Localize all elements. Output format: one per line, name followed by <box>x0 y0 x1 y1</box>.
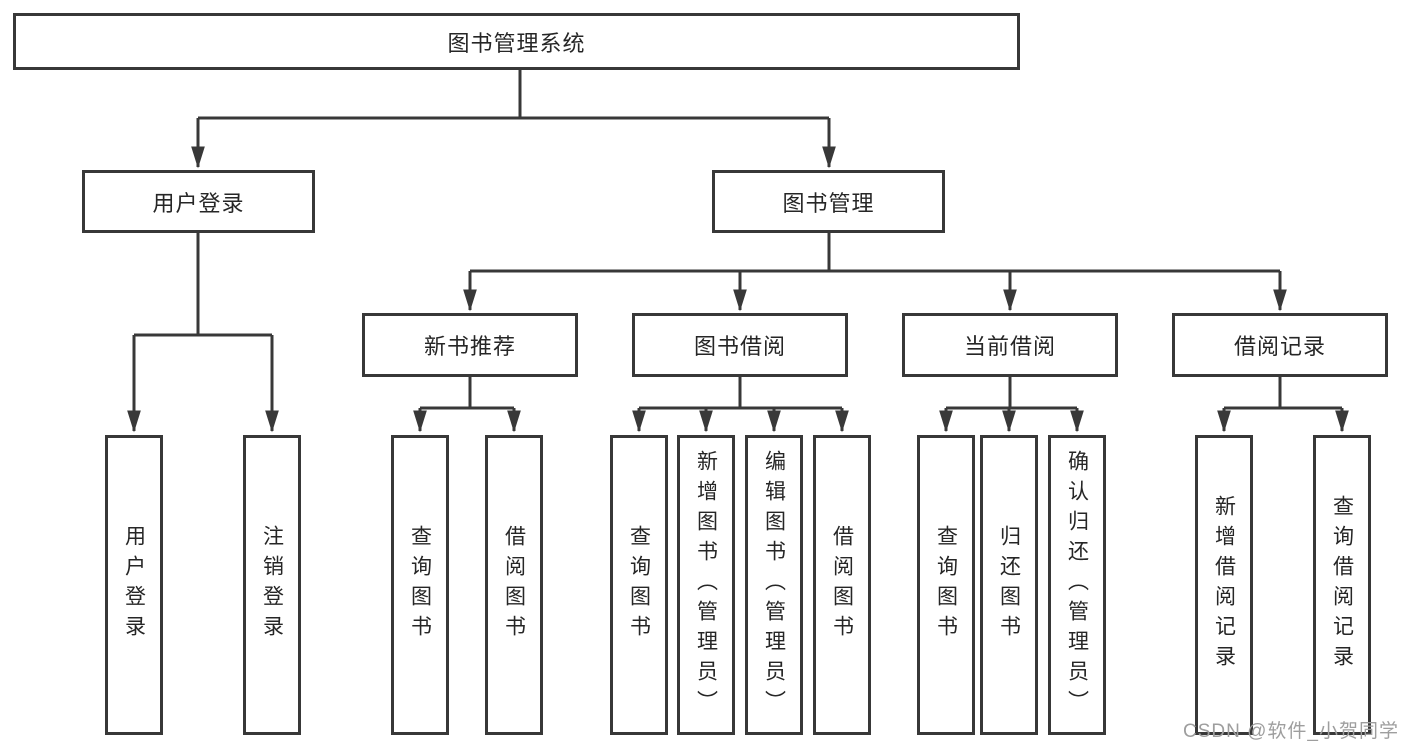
node-borrow-records: 借阅记录 <box>1172 313 1388 377</box>
leaf-borrow-book-label: 借阅图书 <box>830 525 854 645</box>
leaf-query-borrow-record: 查询借阅记录 <box>1313 435 1371 735</box>
leaf-user-login-label: 用户登录 <box>122 525 146 645</box>
leaf-query-book-recommend-label: 查询图书 <box>408 525 432 645</box>
connector-root-to-level2 <box>191 70 836 169</box>
leaf-add-book-admin: 新增图书（管理员） <box>677 435 735 735</box>
node-current-borrow-label: 当前借阅 <box>963 334 1056 359</box>
leaf-user-login: 用户登录 <box>105 435 163 735</box>
node-book-borrow-label: 图书借阅 <box>693 334 786 359</box>
node-new-book-recommend-label: 新书推荐 <box>423 334 516 359</box>
leaf-return-book-label: 归还图书 <box>997 525 1021 645</box>
node-user-login-label: 用户登录 <box>152 190 245 216</box>
leaf-confirm-return-admin-label: 确认归还（管理员） <box>1065 450 1089 720</box>
connector-book-management-to-level3 <box>463 233 1287 312</box>
connector-new-book-recommend-to-leaves <box>413 377 521 433</box>
leaf-query-book-borrow: 查询图书 <box>610 435 668 735</box>
node-library-system-label: 图书管理系统 <box>447 30 586 56</box>
leaf-query-book-borrow-label: 查询图书 <box>627 525 651 645</box>
leaf-edit-book-admin-label: 编辑图书（管理员） <box>762 450 786 720</box>
leaf-confirm-return-admin: 确认归还（管理员） <box>1048 435 1106 735</box>
leaf-add-borrow-record-label: 新增借阅记录 <box>1212 495 1236 675</box>
node-book-borrow: 图书借阅 <box>632 313 848 377</box>
leaf-borrow-book-recommend: 借阅图书 <box>485 435 543 735</box>
leaf-borrow-book-recommend-label: 借阅图书 <box>502 525 526 645</box>
node-library-system: 图书管理系统 <box>13 13 1020 70</box>
node-borrow-records-label: 借阅记录 <box>1233 334 1326 359</box>
node-book-management-label: 图书管理 <box>782 190 875 216</box>
node-new-book-recommend: 新书推荐 <box>362 313 578 377</box>
leaf-logout: 注销登录 <box>243 435 301 735</box>
leaf-edit-book-admin: 编辑图书（管理员） <box>745 435 803 735</box>
leaf-borrow-book: 借阅图书 <box>813 435 871 735</box>
csdn-watermark: CSDN @软件_小贺同学 <box>1183 721 1399 742</box>
leaf-query-book-recommend: 查询图书 <box>391 435 449 735</box>
connector-borrow-records-to-leaves <box>1217 377 1349 433</box>
node-user-login: 用户登录 <box>82 170 315 233</box>
leaf-return-book: 归还图书 <box>980 435 1038 735</box>
leaf-add-borrow-record: 新增借阅记录 <box>1195 435 1253 735</box>
node-current-borrow: 当前借阅 <box>902 313 1118 377</box>
leaf-logout-label: 注销登录 <box>260 525 284 645</box>
connector-book-borrow-to-leaves <box>632 377 849 433</box>
connector-current-borrow-to-leaves <box>939 377 1084 433</box>
leaf-query-book-current: 查询图书 <box>917 435 975 735</box>
leaf-query-borrow-record-label: 查询借阅记录 <box>1330 495 1354 675</box>
leaf-query-book-current-label: 查询图书 <box>934 525 958 645</box>
leaf-add-book-admin-label: 新增图书（管理员） <box>694 450 718 720</box>
node-book-management: 图书管理 <box>712 170 945 233</box>
connector-user-login-to-leaves <box>127 233 279 433</box>
